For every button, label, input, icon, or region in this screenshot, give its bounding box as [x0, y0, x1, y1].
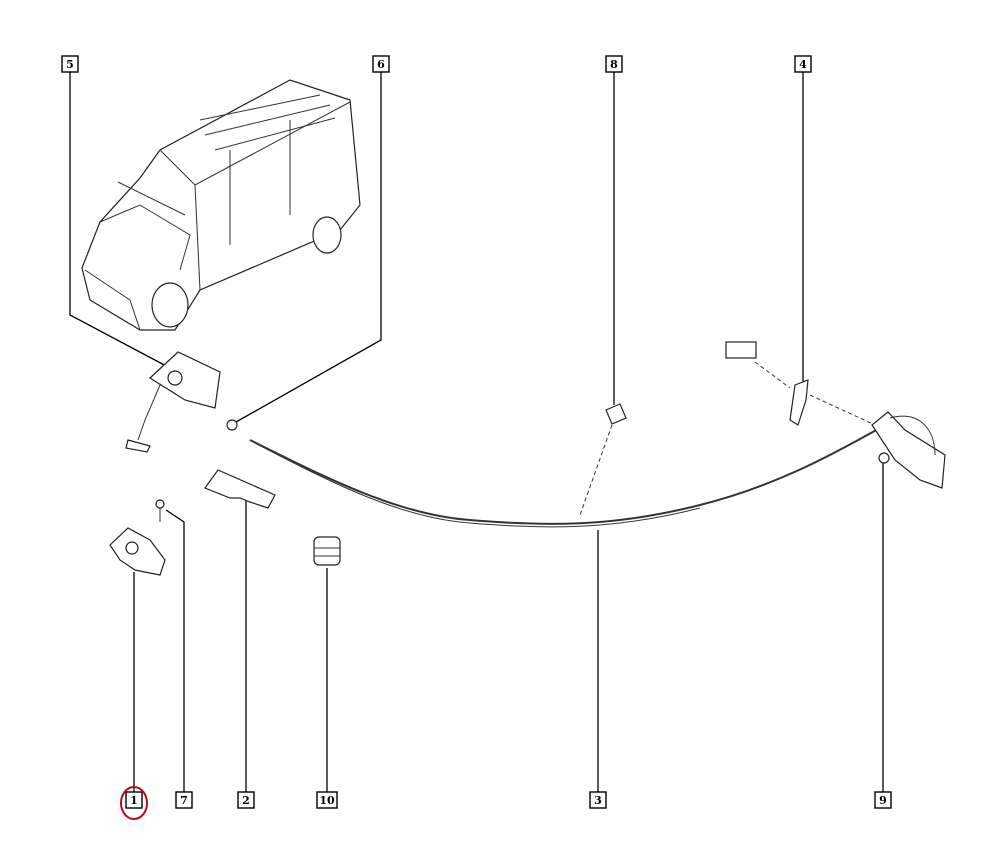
- callout-5[interactable]: 5: [61, 55, 79, 73]
- svg-text:3: 3: [594, 794, 602, 807]
- svg-text:1: 1: [130, 794, 138, 807]
- label-plate-part: [725, 341, 757, 359]
- svg-text:5: 5: [66, 58, 74, 71]
- clip-dashed-guide: [579, 424, 613, 516]
- hood-lock-assembly: [125, 351, 238, 453]
- cable-sheath: [254, 442, 701, 528]
- bracket-hole: [125, 541, 139, 555]
- svg-text:8: 8: [610, 58, 618, 71]
- plate-part: [204, 469, 276, 509]
- svg-text:4: 4: [799, 58, 807, 71]
- svg-text:10: 10: [319, 794, 335, 807]
- callout-7[interactable]: 7: [175, 791, 193, 809]
- leader-lines: [69, 72, 884, 792]
- callout-10[interactable]: 10: [316, 791, 338, 809]
- release-handle-part: [789, 379, 809, 426]
- svg-text:9: 9: [879, 794, 887, 807]
- callout-1-highlight: [120, 786, 148, 820]
- dashed-guide: [754, 361, 791, 389]
- callout-3[interactable]: 3: [589, 791, 607, 809]
- callout-1[interactable]: 1: [125, 791, 143, 809]
- screw-part: [155, 499, 165, 522]
- callout-9[interactable]: 9: [874, 791, 892, 809]
- svg-text:2: 2: [242, 794, 250, 807]
- bushing-part: [313, 536, 341, 566]
- svg-text:7: 7: [180, 794, 188, 807]
- clip-part: [605, 403, 627, 425]
- callout-4[interactable]: 4: [794, 55, 812, 73]
- svg-text:6: 6: [377, 58, 385, 71]
- callout-6[interactable]: 6: [372, 55, 390, 73]
- release-cable: [249, 427, 881, 525]
- callout-8[interactable]: 8: [605, 55, 623, 73]
- van-illustration: [81, 79, 361, 331]
- dashed-guide: [809, 394, 876, 426]
- callout-2[interactable]: 2: [237, 791, 255, 809]
- latch-part: [871, 411, 946, 489]
